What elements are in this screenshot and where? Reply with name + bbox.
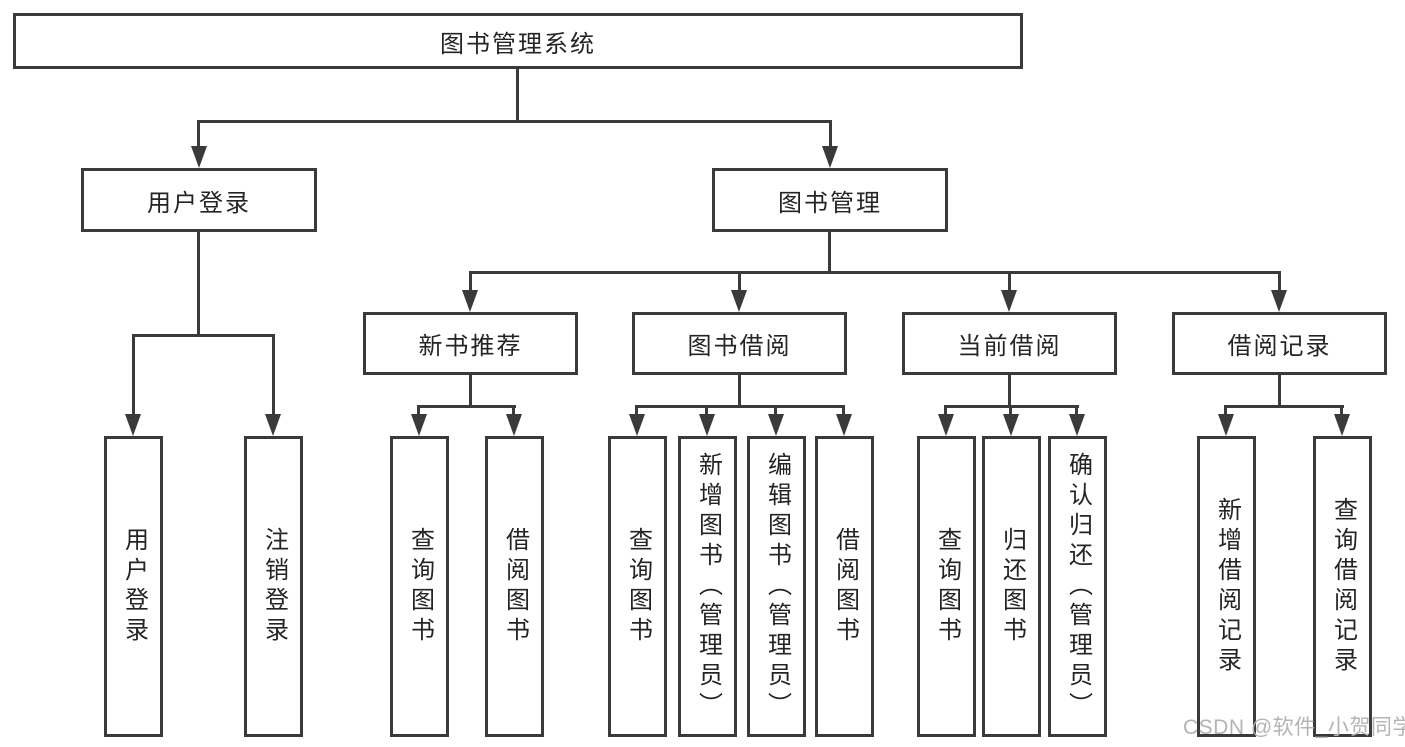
- connector-line: [738, 271, 741, 292]
- leaf-query-borrow-record: 查询借阅记录: [1313, 436, 1372, 737]
- leaf-borrow-books: 借阅图书: [485, 436, 544, 737]
- node-current-borrowing: 当前借阅: [902, 312, 1117, 375]
- arrow-down-icon: [506, 414, 522, 436]
- connector-line: [417, 405, 516, 408]
- connector-line: [469, 271, 472, 292]
- connector-line: [1008, 374, 1011, 407]
- connector-line: [1224, 405, 1344, 408]
- connector-line: [132, 334, 135, 415]
- arrow-down-icon: [125, 414, 141, 436]
- node-book-management: 图书管理: [712, 168, 948, 232]
- connector-line: [197, 120, 200, 148]
- arrow-down-icon: [699, 414, 715, 436]
- connector-line: [197, 120, 832, 123]
- leaf-user-login: 用户登录: [104, 436, 163, 737]
- connector-line: [944, 405, 947, 417]
- connector-line: [469, 374, 472, 407]
- connector-line: [774, 405, 777, 417]
- connector-line: [635, 405, 845, 408]
- arrow-down-icon: [1218, 414, 1234, 436]
- leaf-query-books: 查询图书: [917, 436, 976, 737]
- connector-line: [197, 231, 200, 335]
- connector-line: [842, 405, 845, 417]
- node-new-book-recommendation: 新书推荐: [363, 312, 578, 375]
- arrow-down-icon: [1069, 414, 1085, 436]
- node-user-login: 用户登录: [81, 168, 317, 232]
- arrow-down-icon: [836, 414, 852, 436]
- leaf-logout: 注销登录: [244, 436, 303, 737]
- leaf-add-book-admin: 新增图书（管理员）: [678, 436, 737, 737]
- arrow-down-icon: [768, 414, 784, 436]
- connector-line: [738, 374, 741, 407]
- connector-line: [1075, 405, 1078, 417]
- leaf-borrow-books: 借阅图书: [815, 436, 874, 737]
- arrow-down-icon: [1334, 414, 1350, 436]
- leaf-edit-book-admin: 编辑图书（管理员）: [747, 436, 806, 737]
- arrow-down-icon: [1003, 414, 1019, 436]
- arrow-down-icon: [411, 414, 427, 436]
- arrow-down-icon: [1001, 290, 1017, 312]
- arrow-down-icon: [938, 414, 954, 436]
- arrow-down-icon: [191, 146, 207, 168]
- leaf-query-books: 查询图书: [390, 436, 449, 737]
- connector-line: [828, 231, 831, 273]
- connector-line: [1340, 405, 1343, 417]
- arrow-down-icon: [629, 414, 645, 436]
- arrow-down-icon: [731, 290, 747, 312]
- leaf-add-borrow-record: 新增借阅记录: [1197, 436, 1256, 737]
- connector-line: [1278, 374, 1281, 407]
- node-book-borrowing: 图书借阅: [632, 312, 847, 375]
- connector-line: [417, 405, 420, 417]
- connector-line: [516, 68, 519, 121]
- arrow-down-icon: [265, 414, 281, 436]
- node-library-management-system: 图书管理系统: [13, 13, 1023, 69]
- connector-line: [1009, 405, 1012, 417]
- leaf-confirm-return-admin: 确认归还（管理员）: [1048, 436, 1107, 737]
- connector-line: [1008, 271, 1011, 292]
- connector-line: [272, 334, 275, 415]
- connector-line: [635, 405, 638, 417]
- leaf-query-books: 查询图书: [608, 436, 667, 737]
- connector-line: [1278, 271, 1281, 292]
- connector-line: [469, 271, 1281, 274]
- connector-line: [705, 405, 708, 417]
- csdn-watermark: CSDN @软件_小贺同学: [1183, 716, 1405, 739]
- arrow-down-icon: [822, 146, 838, 168]
- connector-line: [1224, 405, 1227, 417]
- arrow-down-icon: [1271, 290, 1287, 312]
- connector-line: [512, 405, 515, 417]
- connector-line: [829, 120, 832, 148]
- connector-line: [132, 334, 275, 337]
- arrow-down-icon: [462, 290, 478, 312]
- node-borrowing-records: 借阅记录: [1172, 312, 1387, 375]
- leaf-return-books: 归还图书: [982, 436, 1041, 737]
